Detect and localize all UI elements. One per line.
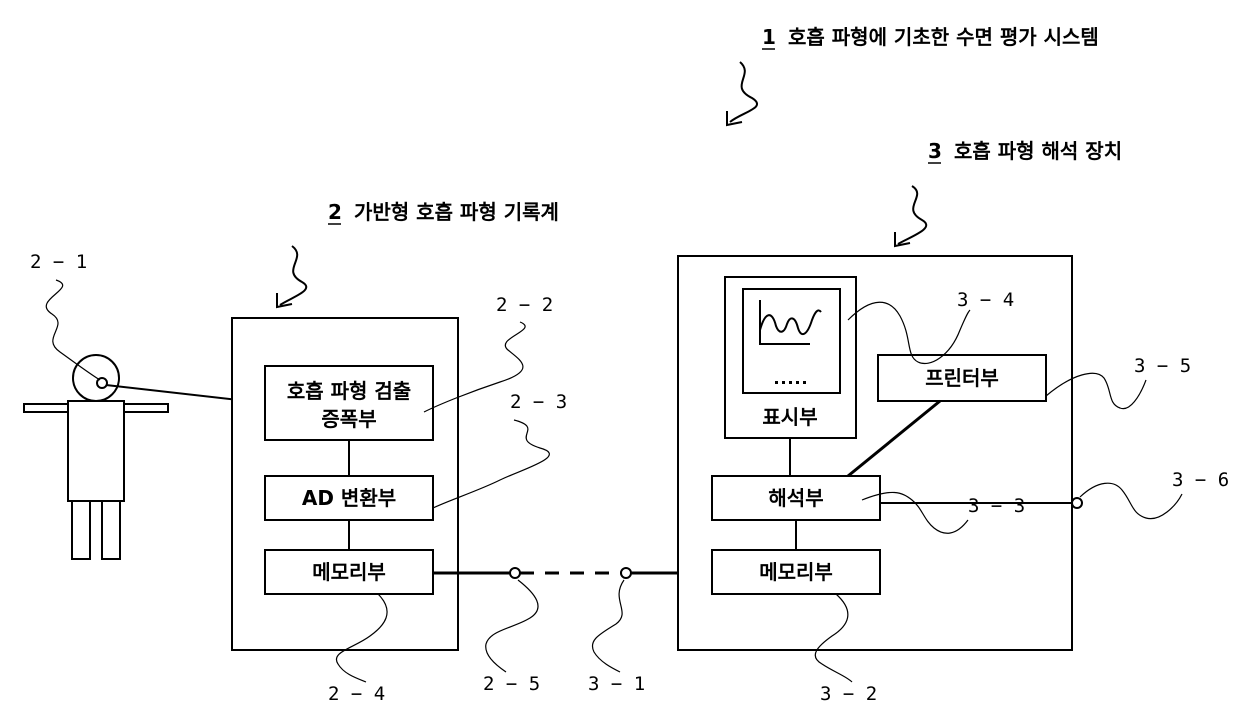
leader-3-6: [1080, 483, 1182, 518]
analyzer-title-number: 3: [928, 139, 942, 163]
ref-2-1: 2 − 1: [30, 251, 87, 273]
ref-2-5: 2 − 5: [483, 673, 540, 695]
recorder-connector-terminal: [510, 568, 520, 578]
system-title-number: 1: [762, 25, 776, 49]
ref-3-5: 3 − 5: [1134, 355, 1191, 377]
ref-3-1: 3 − 1: [588, 673, 645, 695]
analyzer-pointer: [895, 186, 926, 246]
figure-torso: [68, 401, 124, 501]
ref-3-2: 3 − 2: [820, 683, 877, 705]
external-output-terminal: [1072, 498, 1082, 508]
recorder-title-text: 가반형 호흡 파형 기록계: [354, 200, 559, 224]
ref-2-3: 2 − 3: [510, 391, 567, 413]
ref-2-2: 2 − 2: [496, 294, 553, 316]
analysis-label: 해석부: [768, 486, 823, 510]
detect-amplify-line2: 증폭부: [321, 407, 376, 431]
analyzer-title: 3 호흡 파형 해석 장치: [928, 139, 1122, 163]
analyzer-connector-terminal: [621, 568, 631, 578]
ref-3-6: 3 − 6: [1172, 469, 1229, 491]
ad-converter-label: AD 변환부: [302, 486, 396, 510]
recorder-pointer: [277, 246, 306, 307]
leader-2-1: [46, 280, 100, 380]
analyzer-memory-label: 메모리부: [759, 560, 833, 584]
leader-3-1: [592, 580, 624, 672]
ref-3-4: 3 − 4: [957, 289, 1014, 311]
display-label: 표시부: [762, 405, 817, 429]
recorder-title-number: 2: [328, 200, 342, 224]
system-title-text: 호흡 파형에 기초한 수면 평가 시스템: [788, 25, 1099, 49]
leader-2-5: [486, 580, 538, 672]
printer-label: 프린터부: [925, 366, 999, 390]
analyzer-title-text: 호흡 파형 해석 장치: [954, 139, 1122, 163]
human-figure: [24, 355, 168, 559]
ref-2-4: 2 − 4: [328, 683, 385, 705]
figure-left-leg: [72, 501, 90, 559]
recorder-title: 2 가반형 호흡 파형 기록계: [328, 200, 559, 224]
detect-amplify-line1: 호흡 파형 검출: [287, 379, 411, 403]
system-pointer: [727, 62, 757, 125]
recorder-memory-label: 메모리부: [312, 560, 386, 584]
figure-right-leg: [102, 501, 120, 559]
system-title: 1 호흡 파형에 기초한 수면 평가 시스템: [762, 25, 1099, 49]
ref-3-3: 3 − 3: [968, 495, 1025, 517]
